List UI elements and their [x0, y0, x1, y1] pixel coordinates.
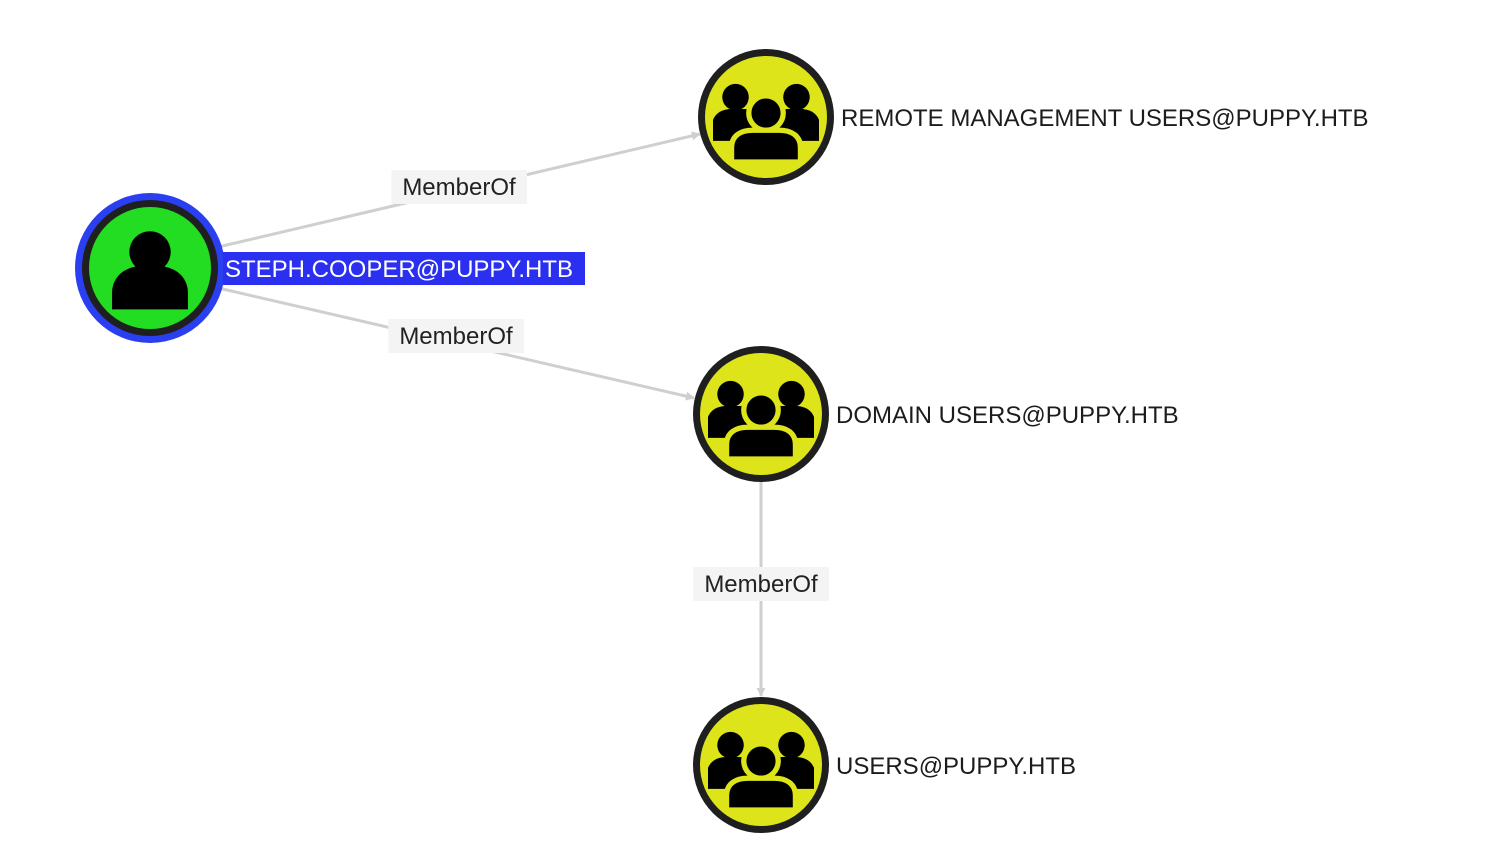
edge-label[interactable]: MemberOf [693, 567, 830, 601]
edge-label-text: MemberOf [704, 571, 818, 598]
edge-label-bg [388, 319, 525, 353]
edge-label-text: MemberOf [399, 323, 513, 350]
node-label-text: USERS@PUPPY.HTB [836, 753, 1076, 780]
node-users[interactable]: USERS@PUPPY.HTB [693, 697, 1076, 833]
edge-label-bg [693, 567, 830, 601]
node-label[interactable]: STEPH.COOPER@PUPPY.HTB [223, 252, 585, 285]
edge-steph-rmu[interactable]: MemberOf [213, 131, 701, 250]
node-label[interactable]: USERS@PUPPY.HTB [836, 753, 1076, 780]
node-label-text: DOMAIN USERS@PUPPY.HTB [836, 402, 1179, 429]
nodes-layer: STEPH.COOPER@PUPPY.HTB REMOTE MANAGEMENT … [75, 49, 1369, 833]
node-du[interactable]: DOMAIN USERS@PUPPY.HTB [693, 346, 1179, 482]
edge-steph-du[interactable]: MemberOf [213, 285, 695, 401]
node-label[interactable]: DOMAIN USERS@PUPPY.HTB [836, 402, 1179, 429]
edge-label[interactable]: MemberOf [388, 319, 525, 353]
node-steph[interactable]: STEPH.COOPER@PUPPY.HTB [75, 193, 585, 343]
edge-du-users[interactable]: MemberOf [693, 482, 830, 697]
selected-label-bg [223, 252, 585, 285]
node-label-text: STEPH.COOPER@PUPPY.HTB [225, 256, 573, 283]
edge-label-bg [391, 170, 528, 204]
edge-label-text: MemberOf [402, 174, 516, 201]
edge-label[interactable]: MemberOf [391, 170, 528, 204]
node-label[interactable]: REMOTE MANAGEMENT USERS@PUPPY.HTB [841, 105, 1369, 132]
node-label-text: REMOTE MANAGEMENT USERS@PUPPY.HTB [841, 105, 1369, 132]
node-rmu[interactable]: REMOTE MANAGEMENT USERS@PUPPY.HTB [698, 49, 1369, 185]
